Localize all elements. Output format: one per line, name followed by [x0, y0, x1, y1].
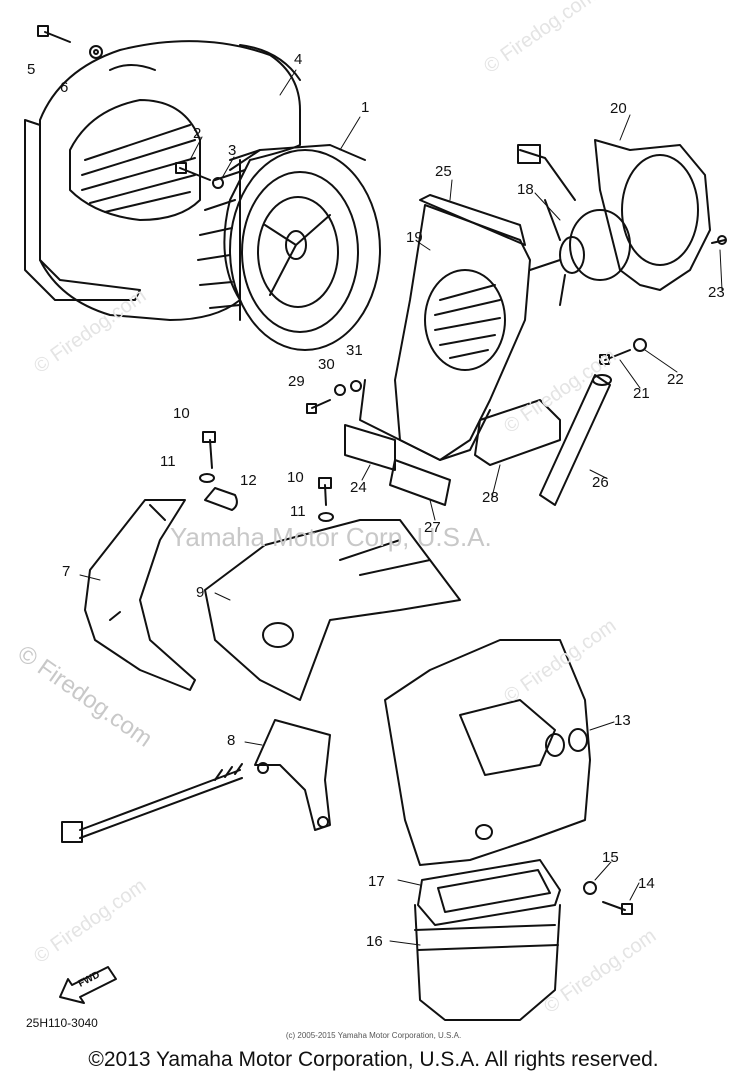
part-7-cover	[84, 499, 196, 691]
part-14-bolt	[602, 901, 633, 915]
label-part-5: 5	[27, 61, 36, 78]
label-part-22: 22	[667, 371, 684, 388]
part-24-pad	[344, 424, 396, 471]
label-part-20: 20	[610, 100, 627, 117]
part-13-housing	[384, 639, 591, 866]
label-part-13: 13	[614, 712, 631, 729]
part-18-fan	[517, 144, 631, 306]
leader-lines	[79, 69, 723, 946]
label-part-1: 1	[361, 99, 370, 116]
label-part-8: 8	[227, 732, 236, 749]
part-2-bolt	[175, 162, 211, 181]
part-29-bolt	[306, 399, 331, 414]
small-copyright: (c) 2005-2015 Yamaha Motor Corporation, …	[285, 1031, 462, 1040]
label-part-3: 3	[228, 142, 237, 159]
label-part-15: 15	[602, 849, 619, 866]
part-12-clamp	[204, 487, 238, 511]
part-11-nut-b	[318, 512, 334, 522]
label-part-19: 19	[406, 229, 423, 246]
part-16-box	[414, 904, 561, 1021]
label-part-29: 29	[288, 373, 305, 390]
part-31-washer	[350, 380, 362, 392]
part-20-bracket	[594, 139, 711, 291]
part-8-bracket	[254, 719, 331, 831]
part-1-housing	[197, 144, 381, 351]
label-part-30: 30	[318, 356, 335, 373]
label-part-31: 31	[346, 342, 363, 359]
label-part-28: 28	[482, 489, 499, 506]
part-28-block	[474, 399, 561, 466]
part-15-washer	[583, 881, 597, 895]
part-26-tube	[539, 374, 612, 506]
label-part-23: 23	[708, 284, 725, 301]
label-part-26: 26	[592, 474, 609, 491]
part-5-bolt	[37, 25, 71, 43]
part-9-shroud	[204, 519, 461, 701]
label-part-12: 12	[240, 472, 257, 489]
part-22-washer	[633, 338, 647, 352]
part-17-gasket	[417, 859, 561, 926]
part-3-washer	[212, 177, 224, 189]
part-23-screw	[711, 235, 727, 245]
label-part-25: 25	[435, 163, 452, 180]
part-21-bolt	[599, 349, 631, 365]
label-part-11b: 11	[290, 503, 306, 520]
part-11-nut-a	[199, 473, 215, 483]
label-part-10b: 10	[287, 469, 304, 486]
label-part-24: 24	[350, 479, 367, 496]
part-27-pad	[389, 459, 451, 506]
label-part-10a: 10	[173, 405, 190, 422]
label-part-2: 2	[193, 125, 202, 142]
label-part-14: 14	[638, 875, 655, 892]
label-part-21: 21	[633, 385, 650, 402]
copyright-footer: ©2013 Yamaha Motor Corporation, U.S.A. A…	[88, 1048, 659, 1071]
fwd-arrow-icon	[59, 966, 117, 1004]
label-part-18: 18	[517, 181, 534, 198]
diagram-code: 25H110-3040	[26, 1016, 98, 1030]
label-part-17: 17	[368, 873, 385, 890]
label-part-11a: 11	[160, 453, 176, 470]
label-part-9: 9	[196, 584, 205, 601]
part-19-cover	[359, 194, 531, 461]
label-part-27: 27	[424, 519, 441, 536]
label-part-6: 6	[60, 79, 69, 96]
part-10-bolt-b	[318, 477, 332, 506]
part-30-washer	[334, 384, 346, 396]
label-part-7: 7	[62, 563, 71, 580]
watermark-corp: Yamaha Motor Corp, U.S.A.	[170, 522, 492, 552]
part-10-bolt-a	[202, 431, 216, 469]
label-part-16: 16	[366, 933, 383, 950]
part-6-washer	[89, 45, 103, 59]
label-part-4: 4	[294, 51, 303, 68]
long-bolt	[61, 763, 243, 843]
